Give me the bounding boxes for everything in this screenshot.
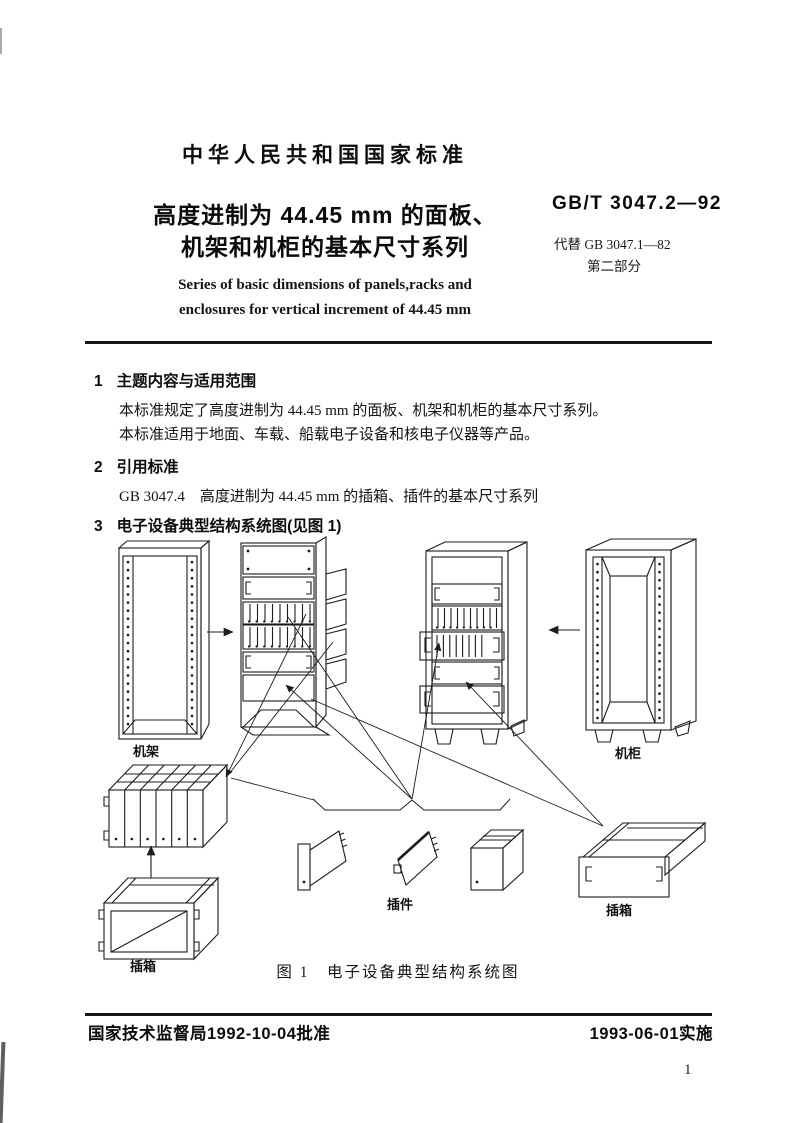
standard-number: GB/T 3047.2—92	[552, 193, 722, 214]
plugin-module-drawing	[469, 828, 525, 892]
section-3-number: 3	[94, 518, 103, 535]
plugin-board-drawing	[393, 831, 440, 886]
section-2-paragraph-1: GB 3047.4 高度进制为 44.45 mm 的插箱、插件的基本尺寸系列	[119, 489, 539, 505]
scan-artifact-left	[0, 1041, 6, 1123]
section-2-number: 2	[94, 459, 103, 476]
connection-lines	[225, 613, 604, 827]
subrack-empty-drawing	[98, 876, 220, 961]
rack-label: 机架	[133, 744, 159, 759]
section-1-paragraph-2: 本标准适用于地面、车载、船载电子设备和核电子仪器等产品。	[119, 427, 540, 443]
section-1-paragraph-1: 本标准规定了高度进制为 44.45 mm 的面板、机架和机柜的基本尺寸系列。	[119, 403, 608, 419]
header-divider	[85, 341, 712, 344]
rack-empty-drawing	[117, 539, 211, 740]
section-2-title: 引用标准	[116, 459, 179, 476]
figure-1-drawing: 机架 机柜 插箱 插件 插箱	[98, 536, 707, 974]
approval-note: 国家技术监督局1992-10-04批准	[88, 1025, 331, 1043]
subrack-drawer-drawing	[578, 821, 707, 898]
title-line2: 机架和机柜的基本尺寸系列	[181, 234, 469, 260]
replaces-note: 代替 GB 3047.1—82	[554, 237, 671, 252]
page-number: 1	[684, 1062, 692, 1078]
title-line1: 高度进制为 44.45 mm 的面板、	[153, 202, 497, 228]
plugin-label: 插件	[387, 897, 413, 912]
standard-label: 中华人民共和国国家标准	[182, 144, 468, 167]
subrack-right-label: 插箱	[606, 903, 632, 918]
part-note: 第二部分	[587, 259, 641, 274]
cabinet-label: 机柜	[615, 746, 641, 761]
section-1-heading: 1 主题内容与适用范围	[94, 369, 256, 391]
section-1-title: 主题内容与适用范围	[116, 373, 257, 390]
plugin-card-drawing	[297, 830, 348, 891]
section-1-number: 1	[94, 373, 103, 390]
cabinet-filled-drawing	[419, 541, 528, 745]
section-3-title: 电子设备典型结构系统图(见图 1)	[116, 518, 342, 535]
figure-caption: 图 1 电子设备典型结构系统图	[276, 964, 520, 981]
section-3-heading: 3 电子设备典型结构系统图(见图 1)	[94, 514, 341, 536]
rack-filled-drawing	[240, 536, 347, 736]
figure-1: 机架 机柜 插箱 插件 插箱 图 1 电子设备典型结构系统图	[82, 534, 714, 994]
section-2-heading: 2 引用标准	[94, 455, 179, 477]
title-en-line2: enclosures for vertical increment of 44.…	[178, 302, 471, 318]
subrack-left-label: 插箱	[130, 959, 156, 974]
scan-artifact-top	[0, 28, 2, 54]
footer-divider	[85, 1013, 712, 1016]
subrack-filled-drawing	[103, 763, 229, 849]
implementation-note: 1993-06-01实施	[589, 1025, 713, 1043]
plugin-brace	[312, 798, 511, 811]
title-en-line1: Series of basic dimensions of panels,rac…	[178, 277, 472, 293]
cabinet-empty-drawing	[585, 538, 697, 743]
